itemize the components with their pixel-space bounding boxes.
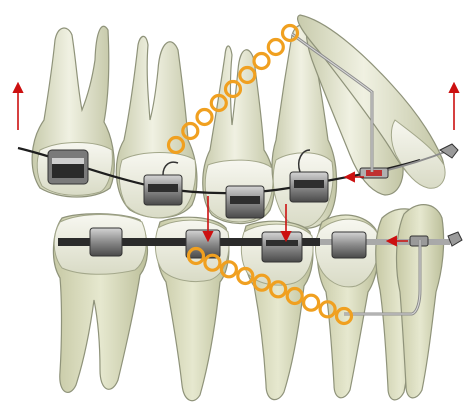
bracket: [48, 150, 88, 184]
elastic-chain-link: [254, 54, 269, 69]
bracket: [440, 144, 458, 158]
elastic-chain-link: [304, 295, 319, 310]
elastic-chain-link: [268, 40, 283, 55]
elastic-chain-link: [197, 110, 212, 125]
bracket: [90, 228, 122, 256]
bracket: [360, 168, 388, 178]
bracket: [332, 232, 366, 258]
bracket: [226, 186, 264, 218]
bracket: [262, 232, 302, 262]
